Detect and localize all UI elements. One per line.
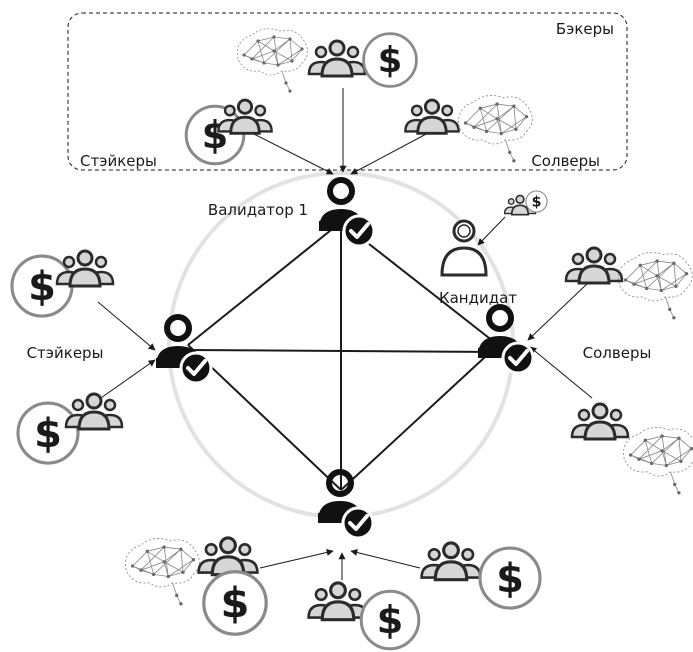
people-group-icon	[64, 392, 124, 431]
people-group-icon	[307, 39, 367, 78]
network-brain-icon	[458, 95, 533, 163]
people-group-icon	[403, 98, 461, 135]
dollar-coin-icon	[362, 32, 418, 88]
solvers-top-label: Солверы	[531, 152, 600, 170]
validator-top-icon	[319, 180, 374, 246]
dollar-coin-icon	[478, 546, 542, 610]
stakers-top-label: Стэйкеры	[80, 152, 157, 170]
network-brain-icon	[125, 538, 200, 606]
candidate-person-icon	[440, 219, 488, 277]
validator-1-label: Валидатор 1	[208, 201, 308, 219]
dollar-coin-icon	[10, 254, 74, 318]
backers-label: Бэкеры	[556, 20, 614, 38]
dollar-coin-icon	[184, 104, 246, 166]
validator-right-icon	[478, 307, 533, 373]
people-group-icon	[420, 541, 482, 582]
network-brain-icon	[236, 28, 308, 94]
backers-group-box	[67, 12, 628, 171]
people-group-icon	[570, 402, 630, 441]
dollar-coin-icon	[202, 570, 268, 636]
validator-bottom-icon	[318, 472, 373, 538]
candidate-label: Кандидат	[439, 289, 517, 307]
arrows	[97, 88, 593, 580]
network-brain-icon	[618, 252, 693, 320]
dollar-coin-icon	[359, 589, 421, 651]
people-group-icon	[197, 536, 259, 577]
candidate-backer-icon	[503, 190, 548, 216]
network-brain-icon	[623, 427, 693, 495]
dollar-coin-icon	[16, 401, 80, 465]
people-group-icon	[307, 581, 369, 622]
stakers-left-label: Стэйкеры	[27, 344, 104, 362]
people-group-icon	[564, 246, 624, 285]
solvers-right-label: Солверы	[583, 344, 652, 362]
